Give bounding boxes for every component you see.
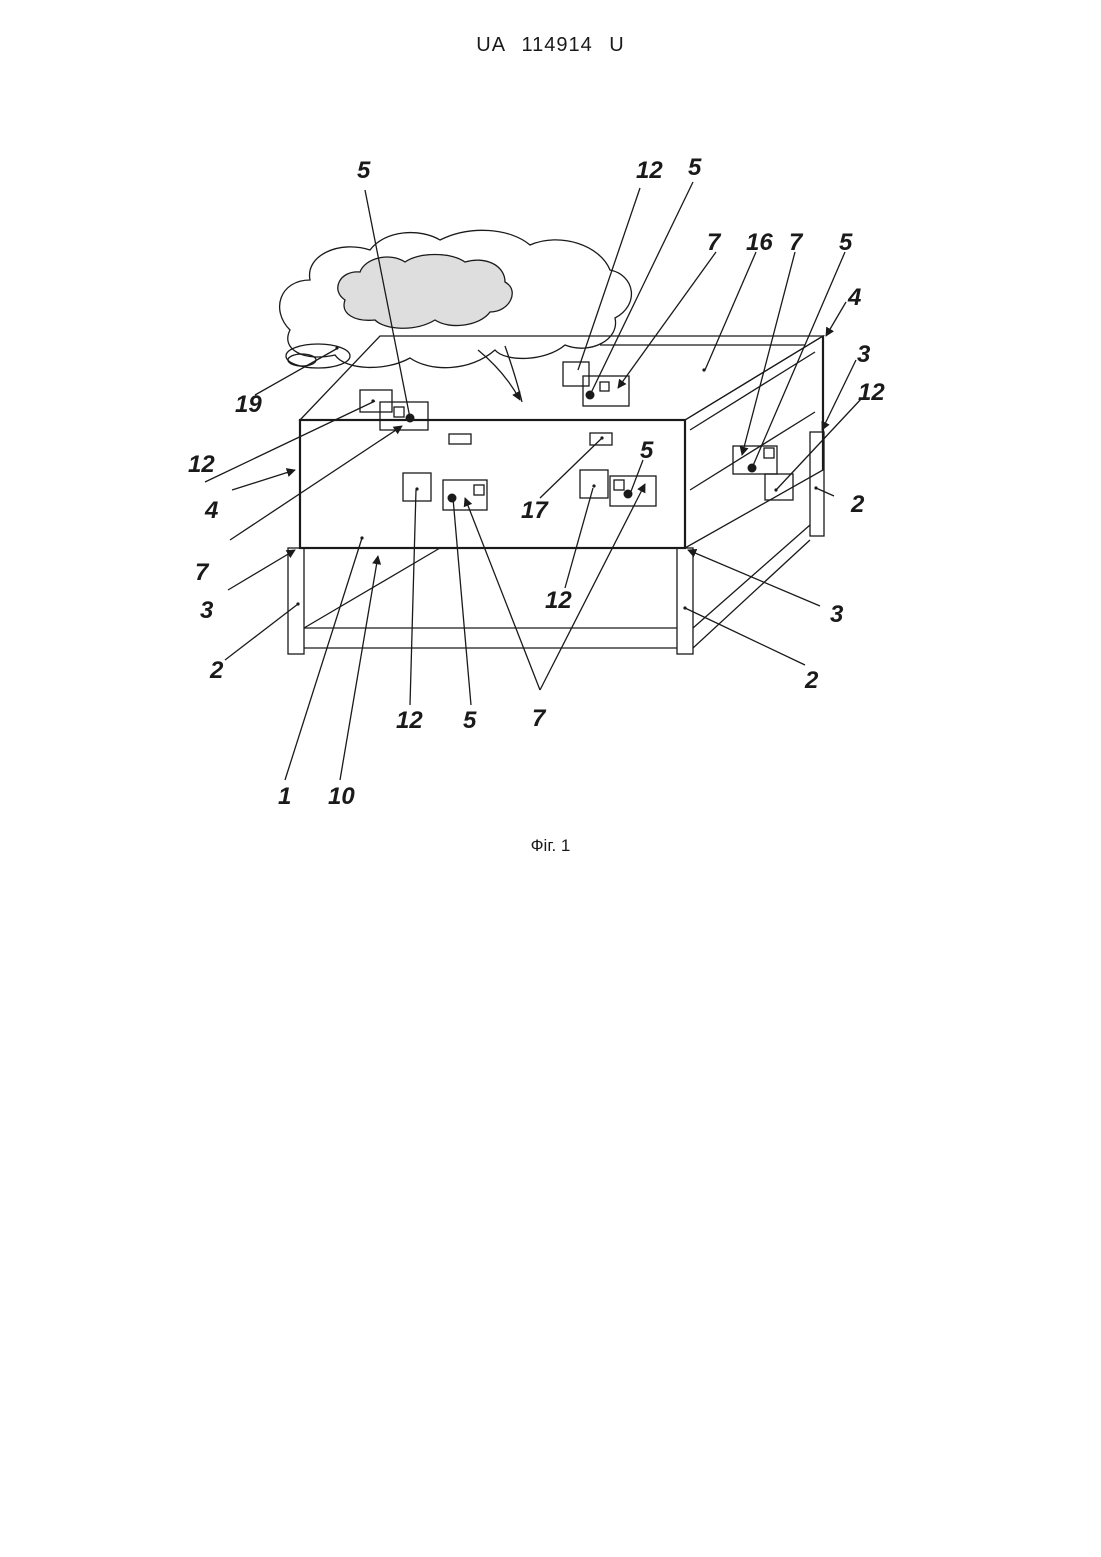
label-1: 1 [278, 783, 291, 810]
label-4-right: 4 [847, 284, 861, 311]
label-4-left: 4 [204, 497, 218, 524]
label-16: 16 [746, 229, 773, 256]
label-17: 17 [521, 497, 549, 524]
label-5-right: 5 [839, 229, 853, 256]
label-12-left: 12 [188, 451, 215, 478]
label-3-left: 3 [200, 597, 214, 624]
label-7-top: 7 [707, 229, 722, 256]
label-12-top: 12 [636, 157, 663, 184]
box-front-face [300, 420, 685, 548]
label-7-right: 7 [789, 229, 804, 256]
label-3-right-top: 3 [857, 341, 871, 368]
label-2-bottom-right: 2 [804, 667, 819, 694]
patent-figure: 5 12 5 7 16 7 5 4 3 12 19 12 4 5 17 2 7 … [0, 0, 1101, 900]
small-cloud-ring [286, 344, 350, 368]
label-2-left: 2 [209, 657, 224, 684]
label-19: 19 [235, 391, 262, 418]
stand-leg-front-right [677, 548, 693, 654]
label-3-bottom-right: 3 [830, 601, 844, 628]
label-12-front: 12 [545, 587, 572, 614]
inner-cloud [338, 255, 512, 329]
label-12-right: 12 [858, 379, 885, 406]
label-10: 10 [328, 783, 355, 810]
box-top-face [300, 336, 823, 420]
label-5-bottom: 5 [463, 707, 477, 734]
label-5-front-right: 5 [640, 437, 654, 464]
label-7-bottom: 7 [532, 705, 547, 732]
label-5-top-left: 5 [357, 157, 371, 184]
label-12-bottom: 12 [396, 707, 423, 734]
label-2-right: 2 [850, 491, 865, 518]
small-cloud-core [288, 354, 316, 366]
label-7-left: 7 [195, 559, 210, 586]
stand-leg-front-left [288, 548, 304, 654]
figure-caption: Фіг. 1 [0, 836, 1101, 856]
label-5-top: 5 [688, 154, 702, 181]
